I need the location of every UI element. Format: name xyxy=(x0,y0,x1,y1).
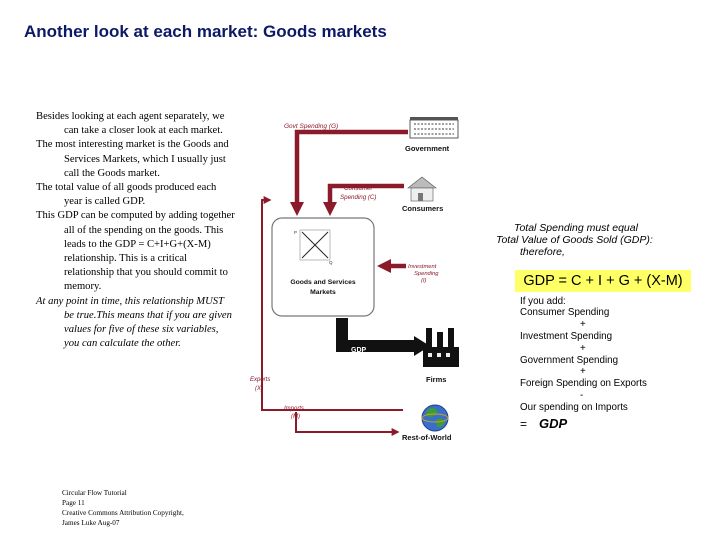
summary-line: Total Spending must equal xyxy=(514,222,638,234)
summary-item: If you add: xyxy=(520,295,566,307)
summary-operator: - xyxy=(580,389,584,401)
investment-label-2: Spending xyxy=(414,271,439,277)
exports-label: Exports xyxy=(250,377,270,383)
government-icon xyxy=(409,117,459,139)
rest-of-world-label: Rest-of-World xyxy=(402,433,452,442)
government-label: Government xyxy=(405,144,450,153)
consumers-icon xyxy=(407,176,437,202)
firms-icon xyxy=(423,328,459,367)
market-label-line2: Markets xyxy=(310,289,336,296)
graph-p-label: P xyxy=(294,230,297,235)
imports-flow-line xyxy=(295,412,400,436)
gdp-formula: GDP = C + I + G + (X-M) xyxy=(515,269,691,292)
imports-label: Imports xyxy=(284,406,304,412)
gdp-result: GDP xyxy=(539,415,568,431)
paragraph-italic: At any point in time, this relationship … xyxy=(36,295,232,350)
summary-line: Total Value of Goods Sold (GDP): xyxy=(496,234,653,247)
gdp-arrow xyxy=(336,318,416,352)
investment-label-3: (I) xyxy=(421,278,427,284)
summary-item: Consumer Spending xyxy=(520,307,610,319)
footer-line: Circular Flow Tutorial xyxy=(62,489,127,497)
summary-line: therefore, xyxy=(520,246,565,259)
exports-flow-line xyxy=(261,196,403,411)
market-label-line1: Goods and Services xyxy=(290,279,356,286)
page-title: Another look at each market: Goods marke… xyxy=(24,22,387,41)
gdp-flow-label: GDP xyxy=(351,347,367,354)
gdp-summary: Total Spending must equal Total Value of… xyxy=(496,222,701,431)
consumer-spending-label: Consumer xyxy=(344,185,373,192)
goods-market-box xyxy=(271,217,375,317)
summary-result: = GDP xyxy=(520,416,701,431)
footer-line: James Luke Aug-07 xyxy=(62,519,120,527)
firms-label: Firms xyxy=(426,375,446,384)
consumer-spending-label-2: Spending (C) xyxy=(340,194,376,201)
summary-item: Our spending on Imports xyxy=(520,401,628,413)
paragraph: The total value of all goods produced ea… xyxy=(36,182,217,208)
equals-sign: = xyxy=(520,416,528,431)
footer: Circular Flow Tutorial Page 11 Creative … xyxy=(62,488,184,528)
summary-item: Government Spending xyxy=(520,354,619,366)
body-text: Besides looking at each agent separately… xyxy=(36,110,236,351)
graph-q-label: Q xyxy=(329,260,333,265)
summary-item: Foreign Spending on Exports xyxy=(520,378,647,390)
imports-label-2: (M) xyxy=(291,414,300,420)
footer-line: Page 11 xyxy=(62,499,85,507)
paragraph: Besides looking at each agent separately… xyxy=(36,111,225,137)
gov-spending-label: Govt Spending (G) xyxy=(284,123,338,130)
gov-spending-arrow xyxy=(294,129,408,204)
paragraph: The most interesting market is the Goods… xyxy=(36,139,229,179)
summary-list: If you add: Consumer Spending + Investme… xyxy=(520,296,701,414)
summary-item: Investment Spending xyxy=(520,331,613,342)
summary-operator: + xyxy=(580,342,586,354)
circular-flow-diagram: P Q Goods and Services Markets GDP Govt … xyxy=(250,117,459,442)
investment-label: Investment xyxy=(408,264,437,270)
globe-icon xyxy=(421,404,449,432)
paragraph: This GDP can be computed by adding toget… xyxy=(36,210,235,293)
consumer-spending-arrow xyxy=(327,183,404,204)
summary-operator: + xyxy=(580,319,586,331)
footer-line: Creative Commons Attribution Copyright, xyxy=(62,509,184,517)
exports-label-2: (X) xyxy=(255,386,263,392)
consumers-label: Consumers xyxy=(402,204,443,213)
summary-operator: + xyxy=(580,366,586,378)
